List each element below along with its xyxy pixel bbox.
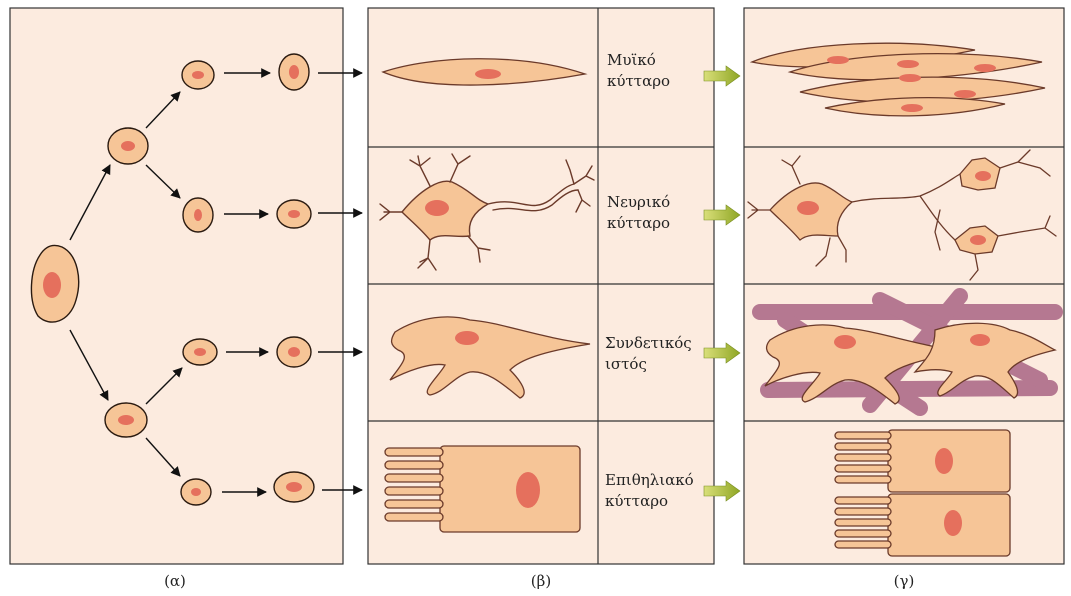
connective-tissue-drawing — [760, 296, 1055, 408]
label-muscle-cell: Μυϊκό κύτταρο — [607, 50, 727, 92]
label-nerve-cell: Νευρικό κύτταρο — [607, 192, 727, 234]
label-nerve-line2: κύτταρο — [607, 213, 727, 234]
panel-label-c: (γ) — [874, 572, 934, 590]
label-nerve-line1: Νευρικό — [607, 192, 727, 213]
label-muscle-line2: κύτταρο — [607, 71, 727, 92]
label-epithelial-line1: Επιθηλιακό — [605, 470, 725, 491]
label-connective-tissue: Συνδετικός ιστός — [605, 333, 725, 375]
panel-label-a: (α) — [145, 572, 205, 590]
panel-a — [10, 8, 362, 564]
label-epithelial-line2: κύτταρο — [605, 491, 725, 512]
label-connective-line1: Συνδετικός — [605, 333, 725, 354]
panel-c — [744, 8, 1064, 564]
panel-label-b: (β) — [511, 572, 571, 590]
label-connective-line2: ιστός — [605, 354, 725, 375]
label-muscle-line1: Μυϊκό — [607, 50, 727, 71]
stem-cell-nucleus — [43, 272, 61, 298]
label-epithelial-cell: Επιθηλιακό κύτταρο — [605, 470, 725, 512]
